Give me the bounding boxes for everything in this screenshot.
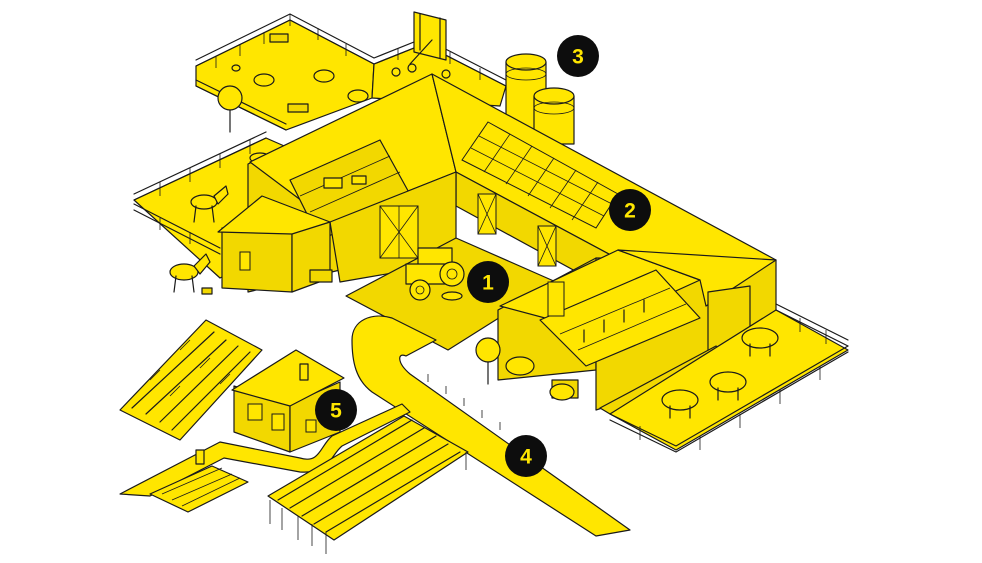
callout-3: 3 xyxy=(557,35,599,77)
cornfield xyxy=(119,319,263,441)
main-barn xyxy=(247,73,777,327)
callout-3-label: 3 xyxy=(572,46,584,69)
callout-5: 5 xyxy=(315,389,357,431)
callout-1-label: 1 xyxy=(482,272,494,295)
callout-2: 2 xyxy=(609,189,651,231)
callout-2-label: 2 xyxy=(624,200,636,223)
driveway xyxy=(351,315,631,537)
tractor xyxy=(405,247,465,301)
pig-pasture xyxy=(195,11,507,133)
vineyard xyxy=(267,415,469,554)
callout-5-label: 5 xyxy=(330,400,342,423)
silos xyxy=(505,53,575,145)
shed xyxy=(217,195,333,293)
callout-4-label: 4 xyxy=(520,446,532,469)
solar-panels xyxy=(461,121,619,229)
horse-outside xyxy=(169,253,213,295)
garden-plot xyxy=(149,449,249,513)
cow-barn xyxy=(497,249,777,415)
callout-4: 4 xyxy=(505,435,547,477)
callout-1: 1 xyxy=(467,261,509,303)
cow-pasture xyxy=(609,303,849,453)
